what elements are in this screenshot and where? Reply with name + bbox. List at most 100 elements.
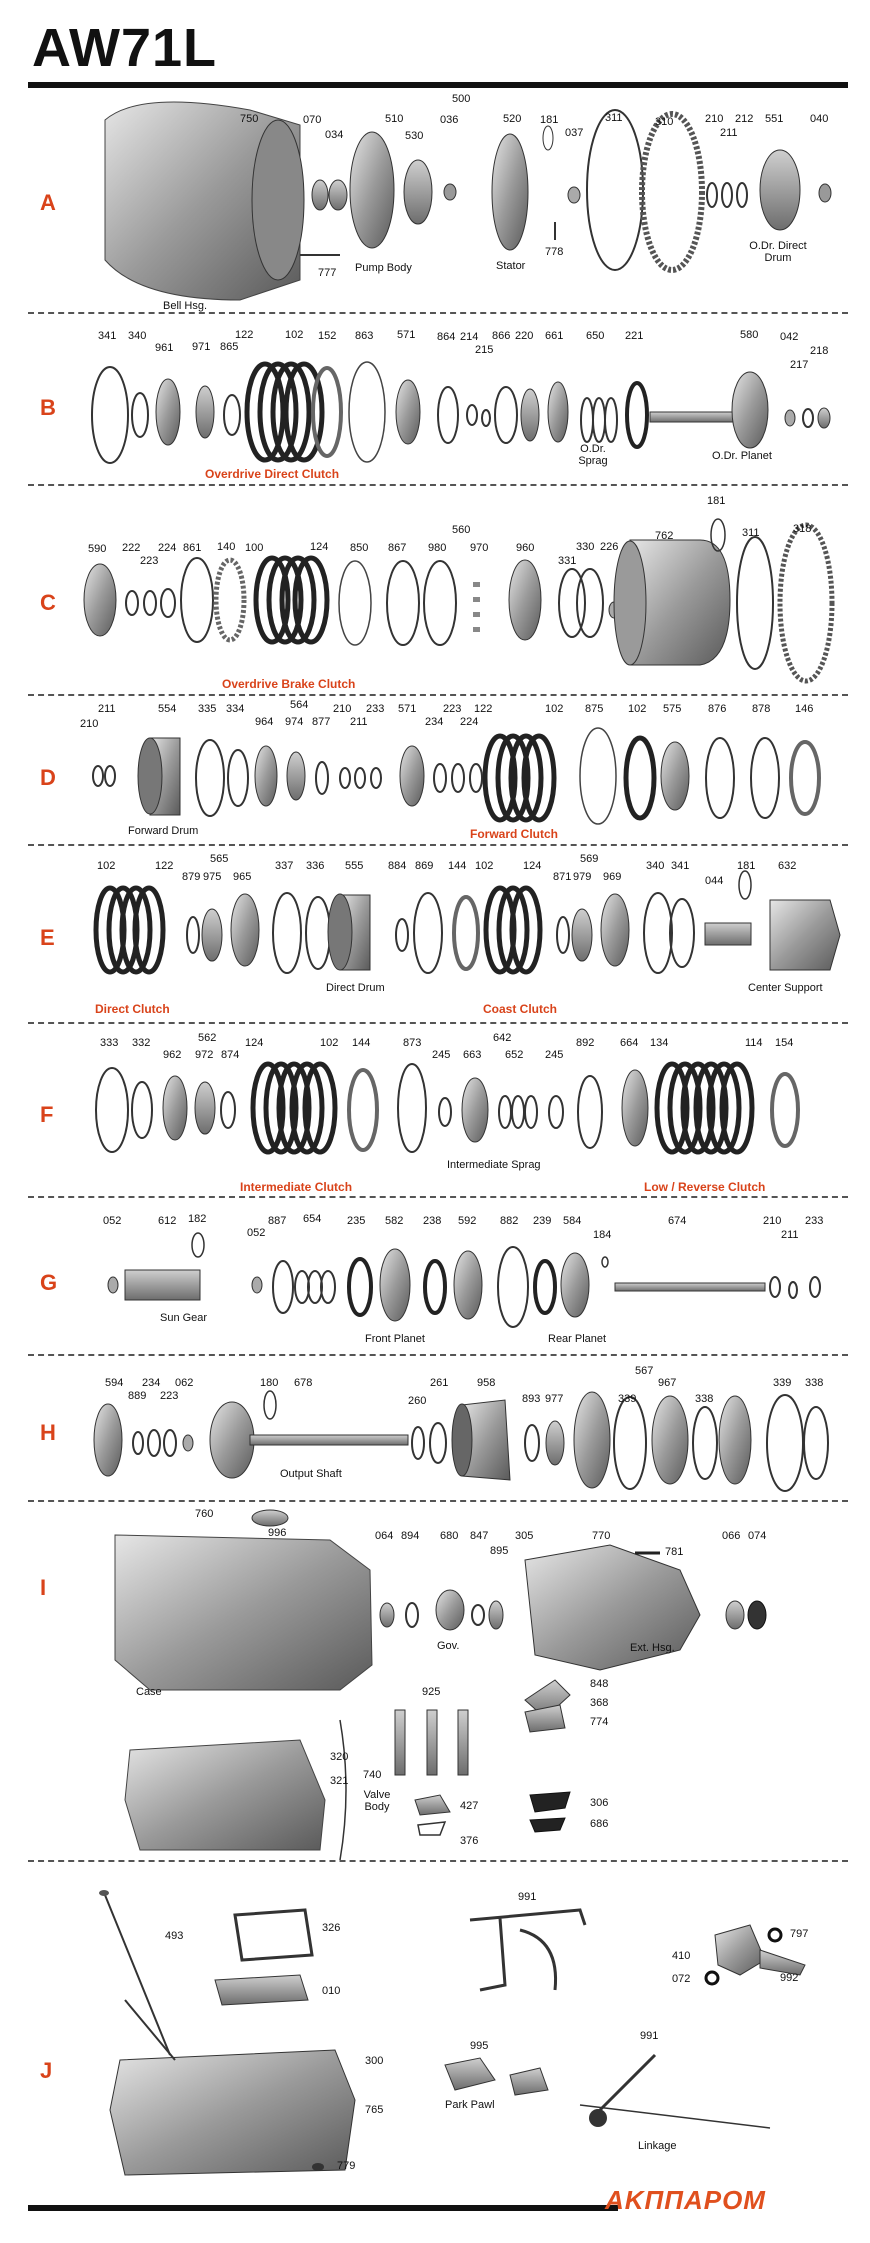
part-number: 867 [388, 542, 407, 554]
part-number: 321 [330, 1775, 349, 1787]
part-label: Sun Gear [160, 1312, 208, 1324]
row-letter-c: C [40, 590, 56, 615]
part-number: 869 [415, 860, 434, 872]
part-label: Rear Planet [548, 1333, 607, 1345]
part-number: 376 [460, 1835, 479, 1847]
part-label: Linkage [638, 2140, 677, 2152]
part-number: 847 [470, 1530, 489, 1542]
row-letter-b: B [40, 395, 56, 420]
part-number: 224 [158, 542, 177, 554]
part-number: 226 [600, 541, 619, 553]
part-number: 220 [515, 330, 534, 342]
part-number: 740 [363, 1769, 382, 1781]
brand-logo: AKППАРОМ [605, 2185, 766, 2215]
part-number: 211 [350, 716, 368, 728]
part-number: 211 [781, 1229, 799, 1241]
clutch-label: Intermediate Clutch [240, 1180, 353, 1194]
part-number: 234 [425, 716, 444, 728]
part-number: 960 [516, 542, 535, 554]
part-number: 571 [397, 329, 416, 341]
part-number: 339 [773, 1377, 792, 1389]
part-number: 584 [563, 1215, 582, 1227]
part-number: 865 [220, 341, 239, 353]
part-number: 762 [655, 530, 674, 542]
part-number: 996 [268, 1527, 287, 1539]
part-number: 520 [503, 113, 522, 125]
part-number: 895 [490, 1545, 509, 1557]
part-number: 877 [312, 716, 331, 728]
part-number: 878 [752, 703, 771, 715]
part-number: 339 [618, 1393, 637, 1405]
clutch-label: Overdrive Direct Clutch [205, 467, 340, 481]
clutch-label: Forward Clutch [470, 827, 559, 841]
part-number: 979 [573, 871, 592, 883]
part-number: 122 [155, 860, 174, 872]
part-number: 102 [97, 860, 116, 872]
part-number: 612 [158, 1215, 177, 1227]
part-number: 567 [635, 1365, 654, 1377]
part-number: 331 [558, 555, 577, 567]
clutch-label: Overdrive Brake Clutch [222, 677, 356, 691]
part-number: 218 [810, 345, 829, 357]
part-number: 991 [640, 2030, 659, 2042]
part-number: 663 [463, 1049, 482, 1061]
part-number: 214 [460, 331, 479, 343]
part-number: 144 [352, 1037, 371, 1049]
part-number: 530 [405, 130, 424, 142]
row-letter-j: J [40, 2058, 53, 2083]
row-letter-h: H [40, 1420, 56, 1445]
part-number: 958 [477, 1377, 496, 1389]
part-label: O.Dr. Sprag [578, 443, 608, 467]
part-number: 070 [303, 114, 322, 126]
part-number: 632 [778, 860, 797, 872]
part-number: 210 [763, 1215, 782, 1227]
part-number: 971 [192, 341, 211, 353]
part-number: 871 [553, 871, 572, 883]
part-number: 181 [737, 860, 756, 872]
part-number: 992 [780, 1972, 799, 1984]
part-number: 211 [720, 127, 738, 139]
part-number: 238 [423, 1215, 442, 1227]
part-number: 680 [440, 1530, 459, 1542]
part-number: 863 [355, 330, 374, 342]
part-number: 995 [470, 2040, 489, 2052]
part-number: 212 [735, 113, 754, 125]
part-number: 300 [365, 2055, 384, 2067]
part-label: O.Dr. Direct Drum [749, 240, 807, 264]
part-number: 235 [347, 1215, 366, 1227]
part-number: 102 [320, 1037, 339, 1049]
part-number: 140 [217, 541, 236, 553]
part-number: 221 [625, 330, 644, 342]
part-number: 181 [707, 495, 726, 507]
part-number: 562 [198, 1032, 217, 1044]
part-number: 650 [586, 330, 605, 342]
title-rule [28, 82, 848, 88]
part-number: 892 [576, 1037, 595, 1049]
part-number: 074 [748, 1530, 767, 1542]
part-number: 134 [650, 1037, 669, 1049]
part-number: 965 [233, 871, 252, 883]
part-number: 337 [275, 860, 294, 872]
part-number: 210 [705, 113, 724, 125]
row-f-parts [95, 1061, 800, 1155]
part-number: 224 [460, 716, 479, 728]
clutch-label: Coast Clutch [483, 1002, 558, 1016]
row-letter-e: E [40, 925, 55, 950]
part-number: 781 [665, 1546, 684, 1558]
part-number: 861 [183, 542, 202, 554]
part-number: 334 [226, 703, 245, 715]
part-number: 064 [375, 1530, 394, 1542]
part-number: 261 [430, 1377, 449, 1389]
part-number: 122 [235, 329, 254, 341]
part-number: 664 [620, 1037, 639, 1049]
part-number: 866 [492, 330, 511, 342]
row-b-parts [91, 361, 831, 464]
part-label: Ext. Hsg. [630, 1642, 675, 1654]
row-separator [28, 694, 848, 696]
part-number: 642 [493, 1032, 512, 1044]
row-letter-d: D [40, 765, 56, 790]
part-number: 575 [663, 703, 682, 715]
part-label: Pump Body [355, 262, 412, 274]
part-label: Gov. [437, 1640, 460, 1652]
part-number: 072 [672, 1973, 691, 1985]
